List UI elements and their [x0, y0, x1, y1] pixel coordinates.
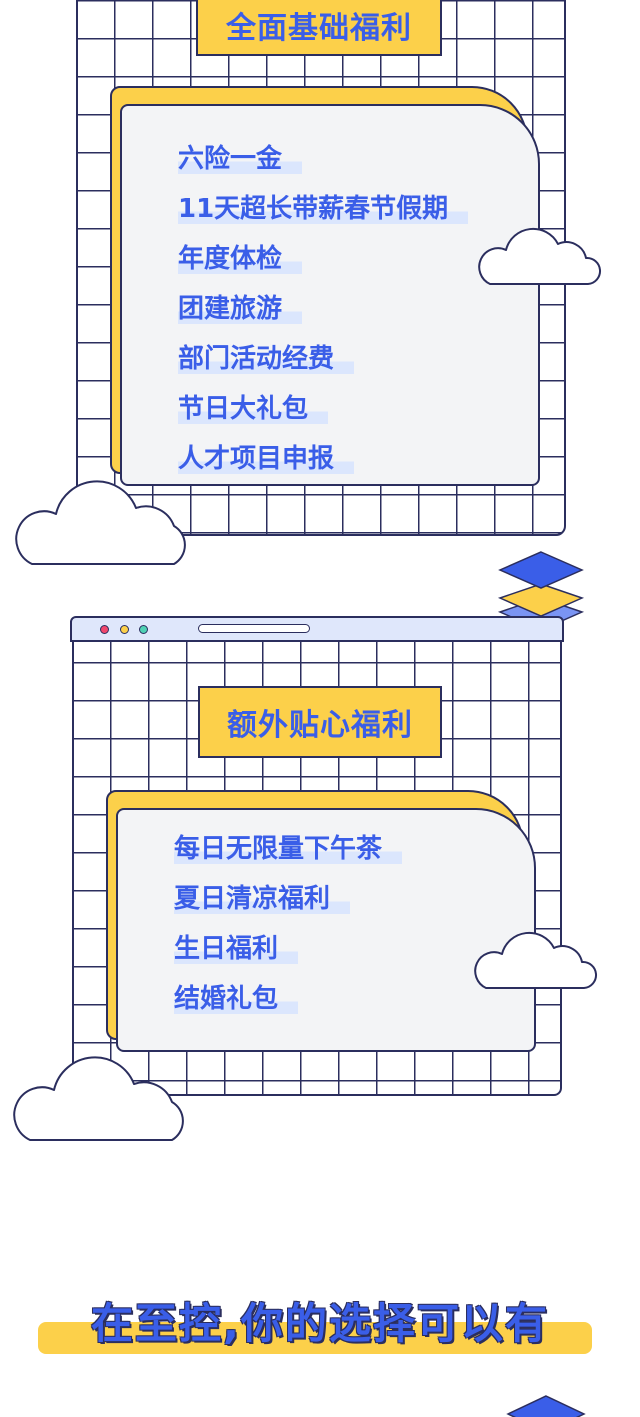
slogan-text: 在至控,你的选择可以有 [91, 1299, 549, 1348]
basic-benefits-card: 六险一金 11天超长带薪春节假期 年度体检 团建旅游 部门活动经费 节日大礼包 … [110, 86, 540, 486]
card-body: 六险一金 11天超长带薪春节假期 年度体检 团建旅游 部门活动经费 节日大礼包 … [120, 104, 540, 486]
window-dot-yellow-icon [120, 625, 129, 634]
section-title-extra-benefits: 额外贴心福利 [198, 686, 442, 758]
benefit-item: 六险一金 [178, 144, 303, 174]
window-dot-red-icon [100, 625, 109, 634]
cloud-icon [13, 1056, 184, 1141]
benefit-item: 团建旅游 [178, 294, 303, 324]
benefit-item: 每日无限量下午茶 [174, 834, 403, 864]
benefit-item: 部门活动经费 [178, 344, 355, 374]
cloud-icon [15, 480, 186, 565]
browser-window-bar [70, 616, 564, 642]
layers-icon [506, 1395, 586, 1417]
benefit-item: 夏日清凉福利 [174, 884, 351, 914]
benefit-item: 结婚礼包 [174, 984, 299, 1014]
benefit-item: 人才项目申报 [178, 444, 355, 474]
section-title-basic-benefits: 全面基础福利 [196, 0, 442, 56]
window-dot-green-icon [139, 625, 148, 634]
benefit-item: 年度体检 [178, 244, 303, 274]
cloud-icon [478, 227, 601, 285]
slogan-highlight [38, 1322, 592, 1354]
address-bar [198, 624, 310, 633]
extra-benefits-card: 每日无限量下午茶 夏日清凉福利 生日福利 结婚礼包 [106, 790, 536, 1052]
cloud-icon [474, 931, 597, 989]
benefit-item: 11天超长带薪春节假期 [178, 194, 469, 224]
benefit-item: 生日福利 [174, 934, 299, 964]
layers-icon [497, 551, 585, 631]
benefit-item: 节日大礼包 [178, 394, 329, 424]
card-body: 每日无限量下午茶 夏日清凉福利 生日福利 结婚礼包 [116, 808, 536, 1052]
